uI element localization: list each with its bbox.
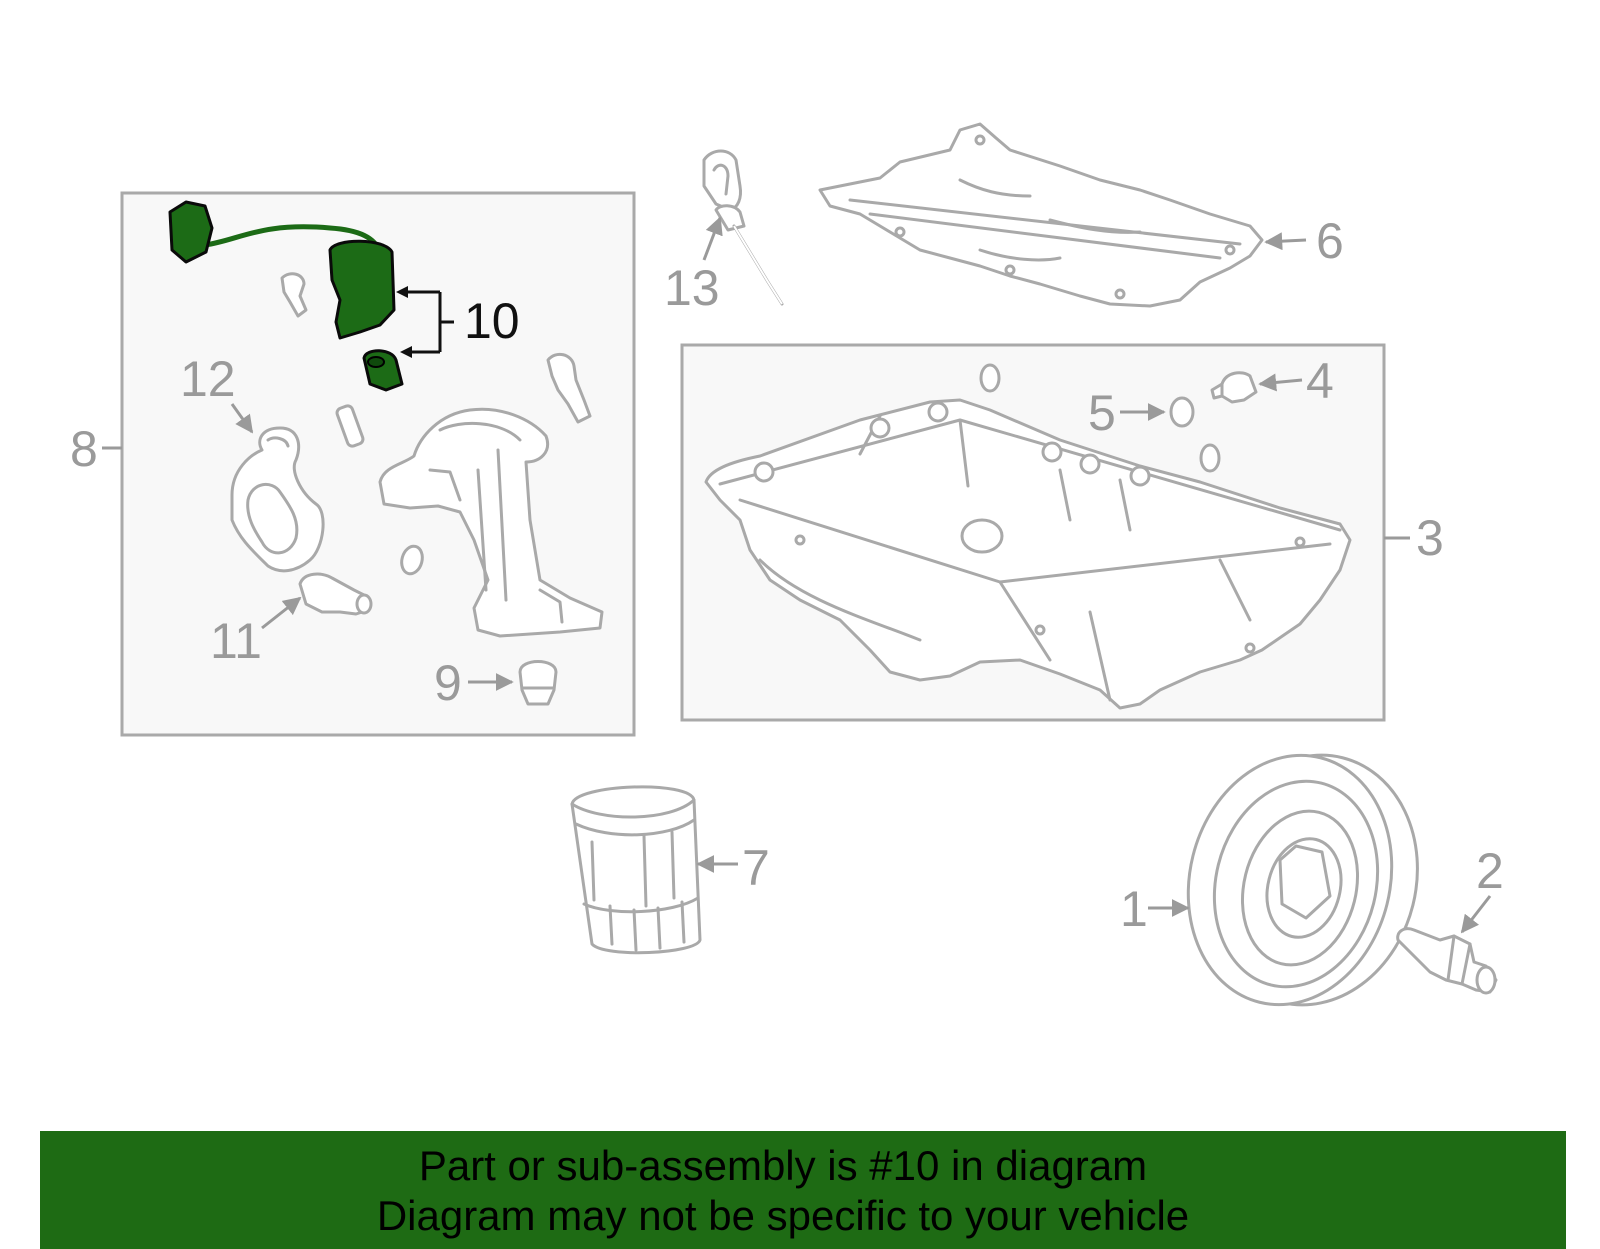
arrow-4 (1258, 373, 1303, 392)
part-13-dipstick (702, 149, 784, 306)
arrow-13 (702, 216, 723, 261)
part-dowel (335, 404, 365, 448)
callout-6: 6 (1316, 213, 1344, 269)
part-1-crank-pulley (1186, 753, 1419, 1007)
callout-9: 9 (434, 655, 462, 711)
callout-10-bracket (396, 286, 454, 358)
arrow-11 (261, 596, 302, 630)
part-o-ring-a (979, 363, 1001, 393)
part-o-ring-small (400, 544, 424, 576)
part-o-ring-b (1199, 443, 1221, 473)
part-5-o-ring (1169, 396, 1195, 428)
arrow-6 (1264, 232, 1307, 251)
callout-10: 10 (464, 293, 520, 349)
part-bolt-small (280, 272, 308, 318)
part-oil-pump-body (378, 407, 604, 638)
part-11-valve (298, 572, 373, 616)
banner-line-1: Part or sub-assembly is #10 in diagram (418, 1142, 1148, 1189)
callout-11: 11 (210, 613, 262, 669)
callout-4: 4 (1306, 353, 1334, 409)
callout-8: 8 (70, 421, 98, 477)
callout-7: 7 (742, 840, 770, 896)
part-6-baffle-plate (818, 122, 1264, 308)
banner-line-2: Diagram may not be specific to your vehi… (376, 1192, 1190, 1239)
callout-2: 2 (1476, 843, 1504, 899)
part-2-pulley-bolt (1396, 927, 1498, 995)
callout-1: 1 (1120, 881, 1148, 937)
callout-12: 12 (180, 351, 236, 407)
callout-5: 5 (1088, 385, 1116, 441)
arrow-2 (1460, 895, 1492, 934)
part-3-oil-pan (704, 398, 1352, 710)
part-12-gasket (230, 426, 325, 573)
part-10-solenoid[interactable] (168, 200, 404, 392)
info-banner: Part or sub-assembly is #10 in diagram D… (40, 1131, 1566, 1249)
part-4-drain-bolt (1210, 371, 1258, 404)
part-9-plug (518, 660, 558, 706)
part-7-oil-filter (570, 785, 702, 955)
callout-13: 13 (664, 260, 720, 316)
arrow-12 (230, 403, 254, 434)
part-sensor-plug (546, 352, 592, 424)
callout-3: 3 (1416, 510, 1444, 566)
